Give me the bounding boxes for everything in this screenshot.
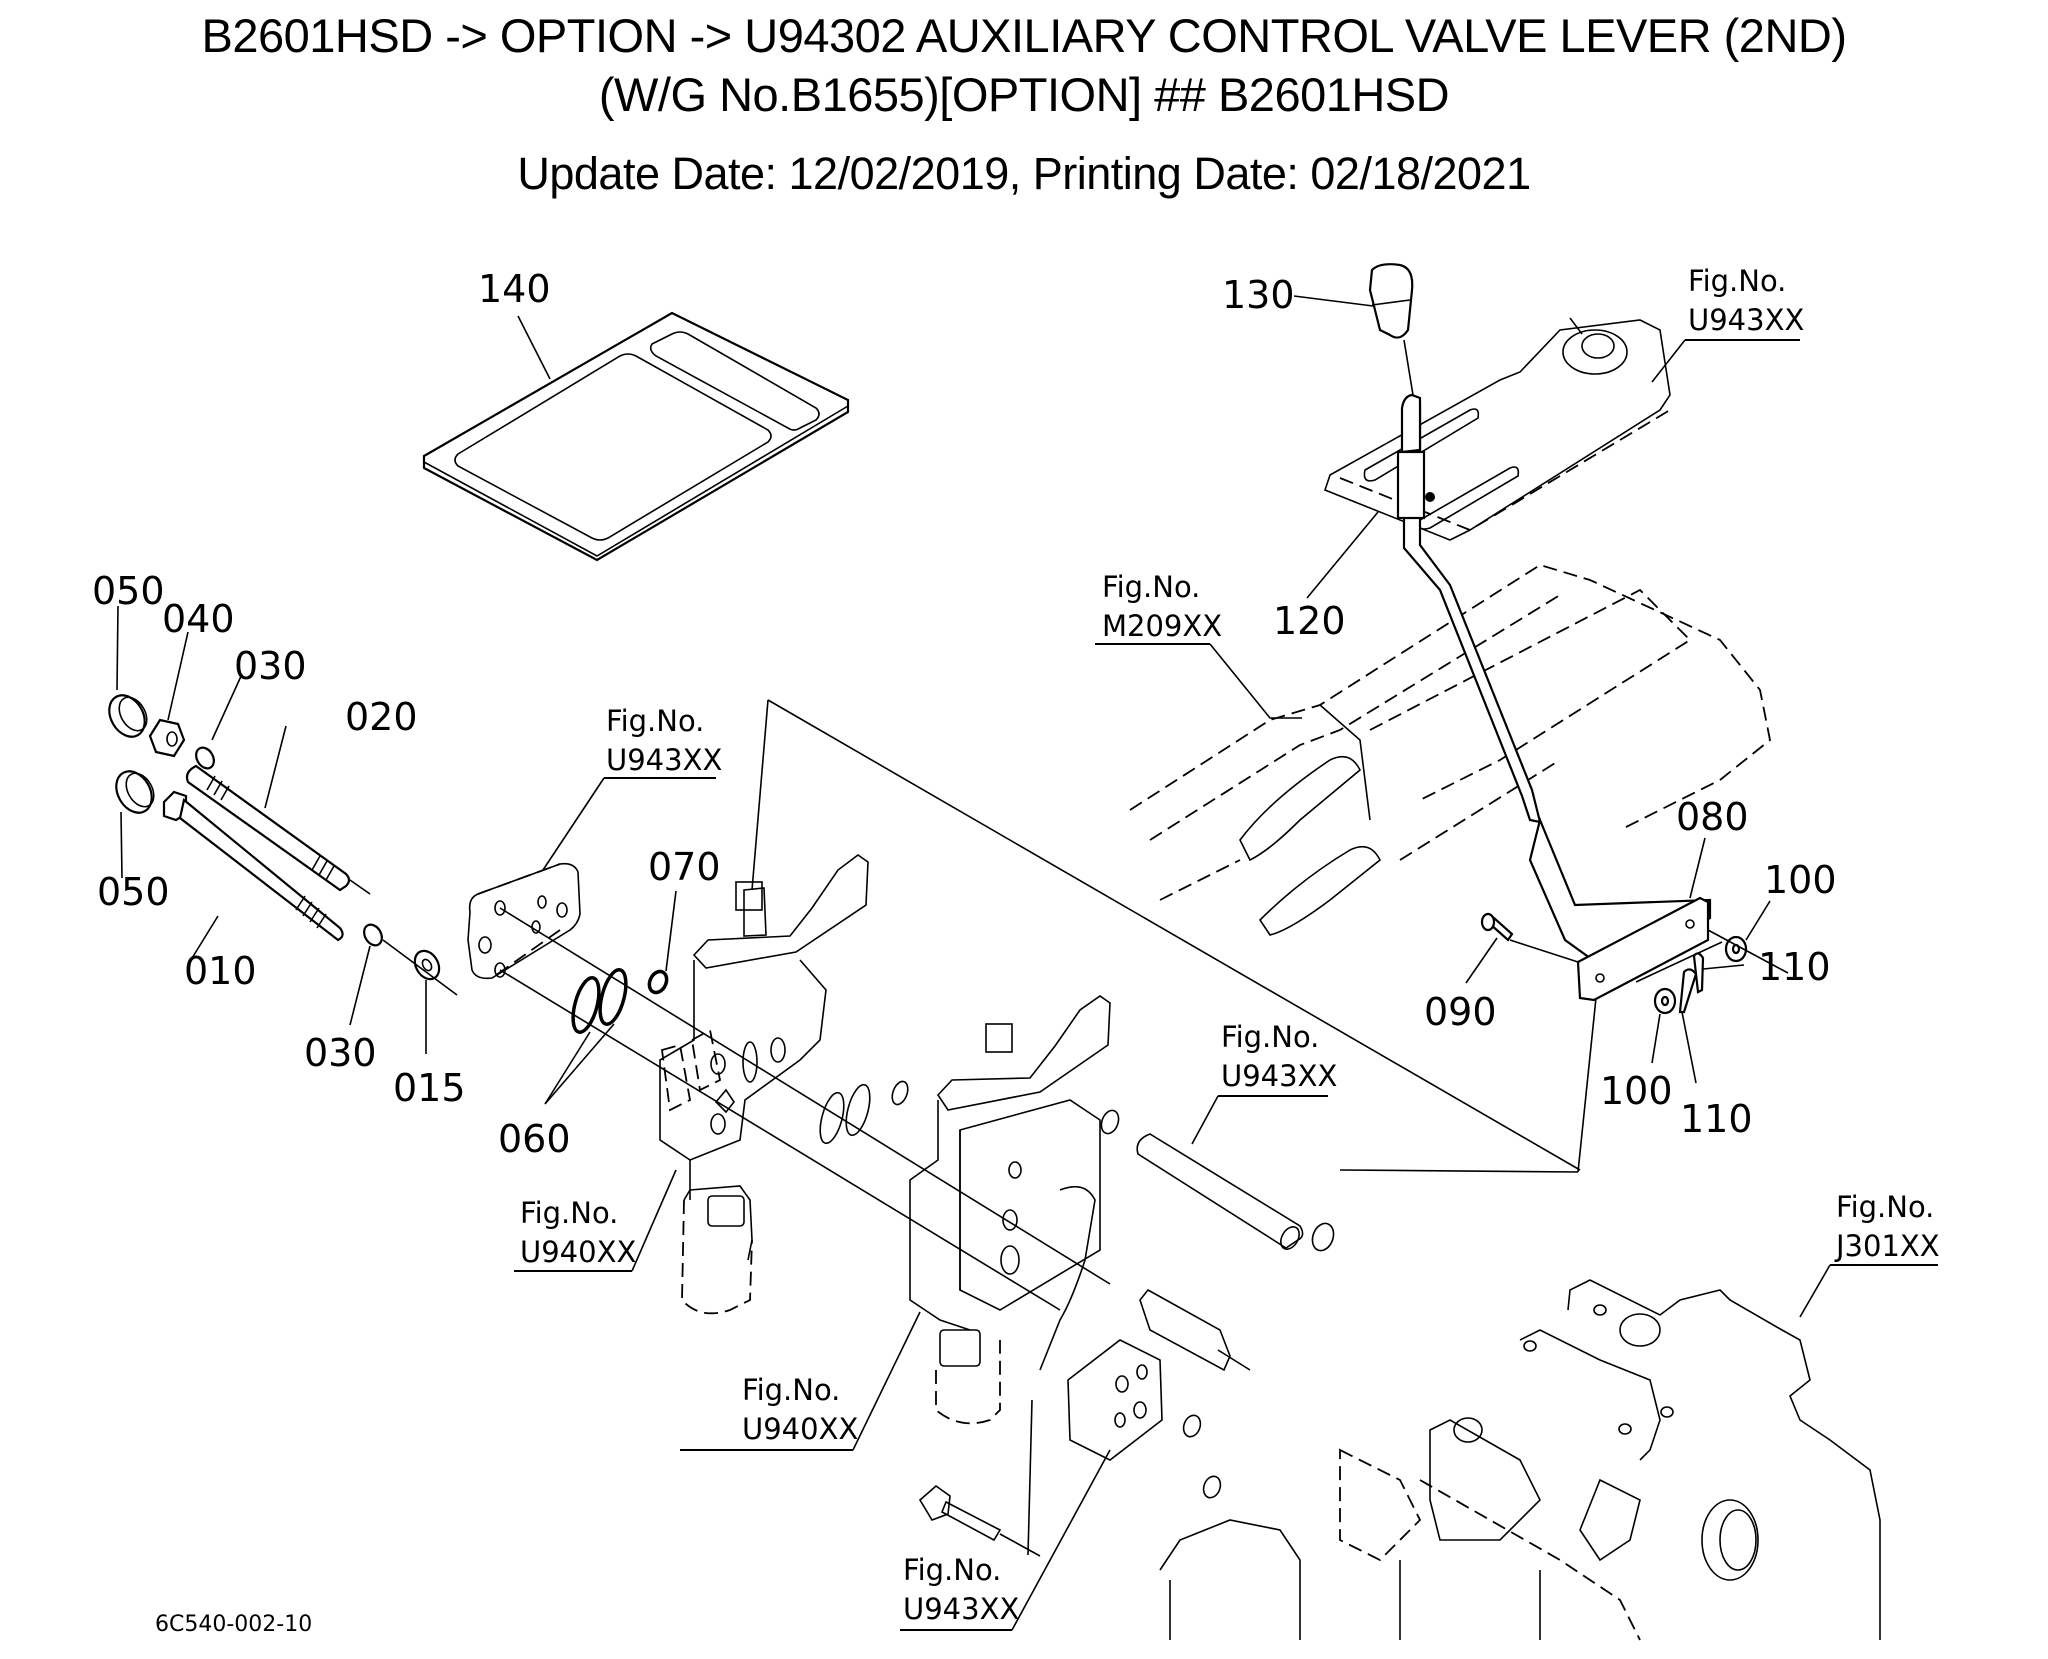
part-050-cap[interactable] [102,689,159,819]
figure-ref-code: M209XX [1102,609,1222,643]
figure-ref-u940xx-section-2[interactable]: Fig.No. U940XX [680,1311,921,1451]
figure-ref-j301xx-housing[interactable]: Fig.No. J301XX [1799,1190,1940,1318]
part-130-knob[interactable] [1368,263,1414,396]
figure-ref-prefix: Fig.No. [903,1553,1001,1587]
date-info: Update Date: 12/02/2019, Printing Date: … [517,148,1531,199]
control-valve-section-2 [909,995,1111,1425]
label-050-upper[interactable]: 050 [92,569,165,613]
figure-ref-prefix: Fig.No. [1102,570,1200,604]
lever-guide-plate [1324,317,1671,541]
figure-ref-prefix: Fig.No. [520,1196,618,1230]
label-030-lower[interactable]: 030 [304,1031,377,1075]
figure-ref-code: U940XX [520,1235,636,1269]
part-010-bolt[interactable] [162,790,344,942]
figure-ref-prefix: Fig.No. [1836,1190,1934,1224]
part-020-stud-bolt[interactable] [185,764,351,892]
label-090[interactable]: 090 [1424,990,1497,1034]
page-title: B2601HSD -> OPTION -> U94302 AUXILIARY C… [201,9,1847,62]
mounting-bolt [918,1484,1041,1557]
page-subtitle: (W/G No.B1655)[OPTION] ## B2601HSD [598,68,1450,121]
figure-ref-code: J301XX [1834,1229,1940,1263]
part-140-manual[interactable] [422,311,850,562]
adapter-spool [1139,1288,1251,1372]
label-050-lower[interactable]: 050 [97,870,170,914]
figure-ref-prefix: Fig.No. [1221,1020,1319,1054]
label-010[interactable]: 010 [184,949,257,993]
drawing-code: 6C540-002-10 [155,1612,312,1637]
control-valve-section-1 [659,854,869,1315]
part-110-cotter-pin[interactable] [1678,952,1705,1014]
label-015[interactable]: 015 [393,1066,466,1110]
outlet-tube [1136,1133,1304,1250]
label-130[interactable]: 130 [1222,273,1295,317]
figure-ref-u943xx-guide-plate[interactable]: Fig.No. U943XX [1651,264,1804,383]
label-020[interactable]: 020 [345,695,418,739]
part-070-o-ring[interactable] [646,969,670,996]
part-060-o-ring[interactable] [568,967,631,1035]
adapter-block [1067,1339,1163,1461]
end-plate [467,862,581,980]
part-040-nut[interactable] [148,718,186,758]
label-030-upper[interactable]: 030 [234,644,307,688]
label-110-upper[interactable]: 110 [1758,945,1831,989]
label-120[interactable]: 120 [1273,599,1346,643]
label-080[interactable]: 080 [1676,795,1749,839]
part-090-pin[interactable] [1480,912,1514,942]
label-040[interactable]: 040 [162,597,235,641]
label-100-upper[interactable]: 100 [1764,858,1837,902]
figure-ref-code: U940XX [742,1412,858,1446]
transmission-housing [1159,1279,1881,1641]
figure-ref-code: U943XX [1688,303,1804,337]
figure-ref-m209xx-console[interactable]: Fig.No. M209XX [1095,570,1302,719]
label-060[interactable]: 060 [498,1117,571,1161]
figure-ref-code: U943XX [903,1592,1019,1626]
figure-ref-u940xx-section-1[interactable]: Fig.No. U940XX [514,1169,677,1272]
figure-ref-prefix: Fig.No. [1688,264,1786,298]
figure-ref-prefix: Fig.No. [742,1373,840,1407]
part-015-washer[interactable] [410,947,444,984]
label-070[interactable]: 070 [648,845,721,889]
figure-ref-code: U943XX [606,743,722,777]
console-housing [1129,564,1771,936]
part-030-washer[interactable] [193,744,386,948]
section-o-rings [819,1080,1335,1499]
figure-ref-u943xx-end-plate[interactable]: Fig.No. U943XX [542,704,722,871]
figure-ref-prefix: Fig.No. [606,704,704,738]
part-080-bracket[interactable] [1576,896,1710,1002]
label-100-lower[interactable]: 100 [1600,1069,1673,1113]
label-140[interactable]: 140 [478,267,551,311]
label-110-lower[interactable]: 110 [1680,1097,1753,1141]
figure-ref-u943xx-tube[interactable]: Fig.No. U943XX [1191,1020,1337,1145]
figure-ref-u943xx-adapter[interactable]: Fig.No. U943XX [900,1449,1111,1631]
figure-ref-code: U943XX [1221,1059,1337,1093]
